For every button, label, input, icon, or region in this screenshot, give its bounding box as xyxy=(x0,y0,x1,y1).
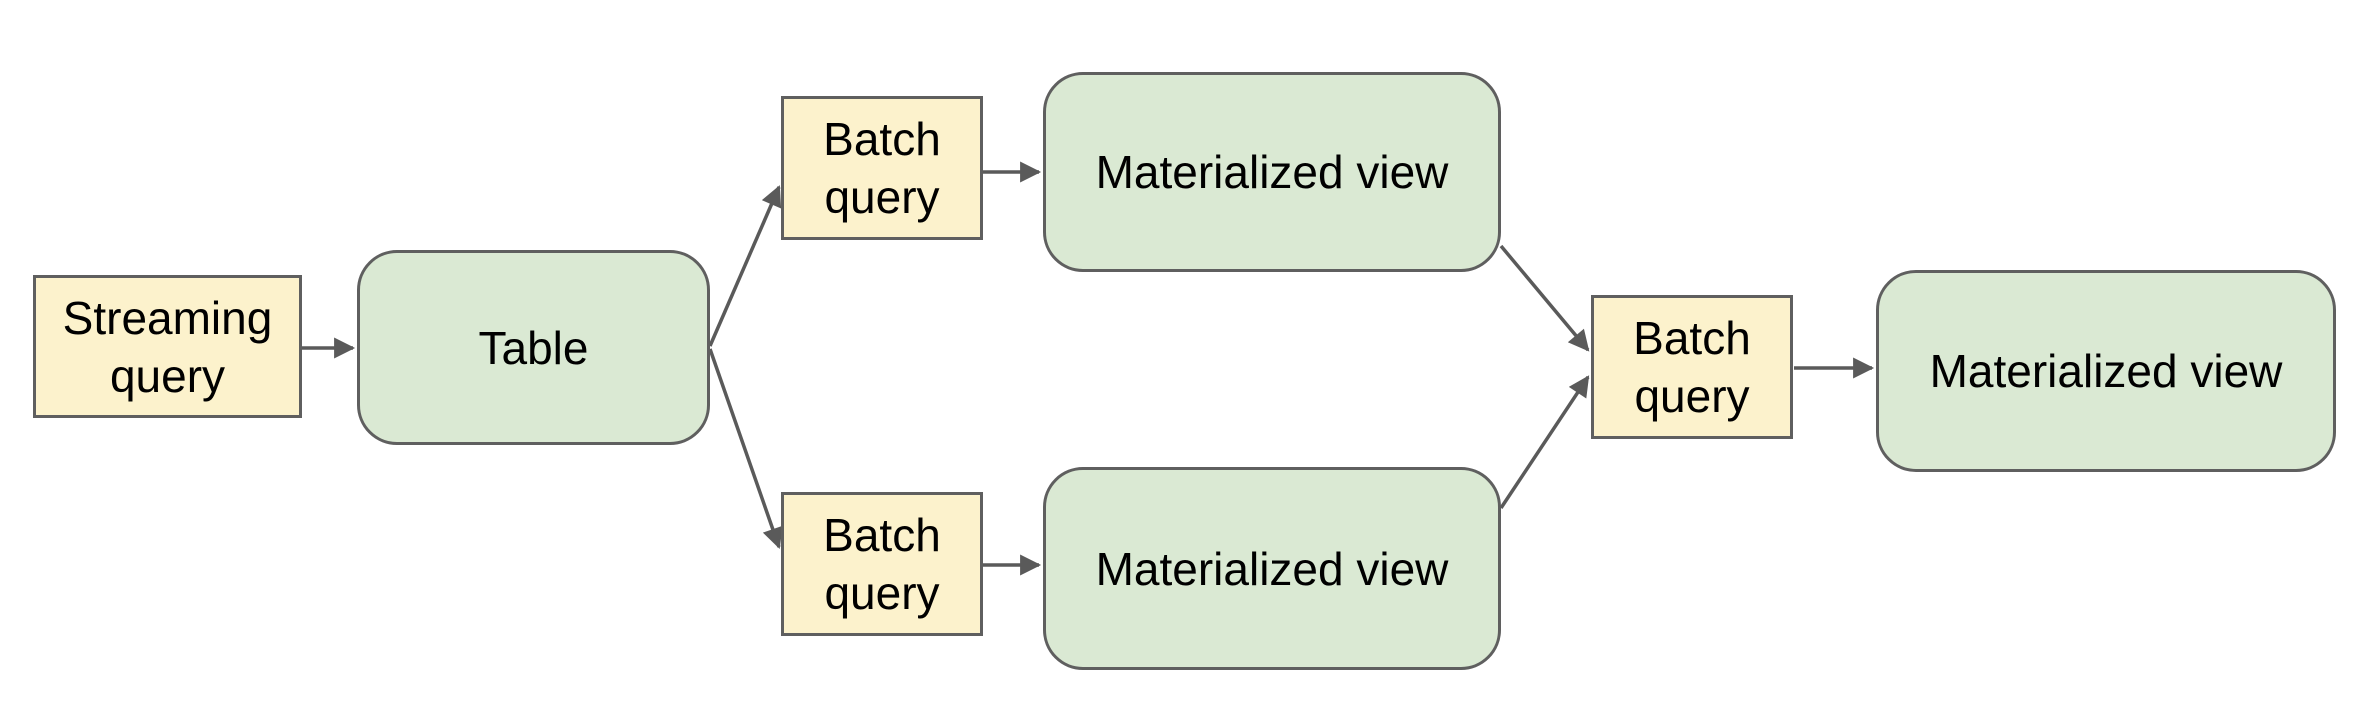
node-label: Batch query xyxy=(823,113,941,223)
edge-materialized-view-bottom-to-batch-query-center xyxy=(1499,375,1590,509)
edge-materialized-view-top-to-batch-query-center xyxy=(1499,244,1590,352)
node-label: Table xyxy=(478,321,589,374)
node-label: Materialized view xyxy=(1929,345,2283,397)
edge-table-to-batch-query-bottom xyxy=(708,348,783,549)
node-label: Materialized view xyxy=(1095,542,1449,595)
node-label: Materialized view xyxy=(1095,146,1449,198)
node-batch-query-center: Batch query xyxy=(1591,295,1793,439)
node-table: Table xyxy=(357,250,710,445)
node-materialized-view-right: Materialized view xyxy=(1876,270,2336,472)
node-label: Batch query xyxy=(1633,312,1751,422)
edge-table-to-batch-query-top xyxy=(708,185,782,347)
node-label: Streaming query xyxy=(62,291,273,402)
node-batch-query-top: Batch query xyxy=(781,96,983,240)
node-materialized-view-top: Materialized view xyxy=(1043,72,1501,272)
node-materialized-view-bottom: Materialized view xyxy=(1043,467,1501,670)
node-label: Batch query xyxy=(823,509,941,619)
node-batch-query-bottom: Batch query xyxy=(781,492,983,636)
node-streaming-query: Streaming query xyxy=(33,275,302,418)
